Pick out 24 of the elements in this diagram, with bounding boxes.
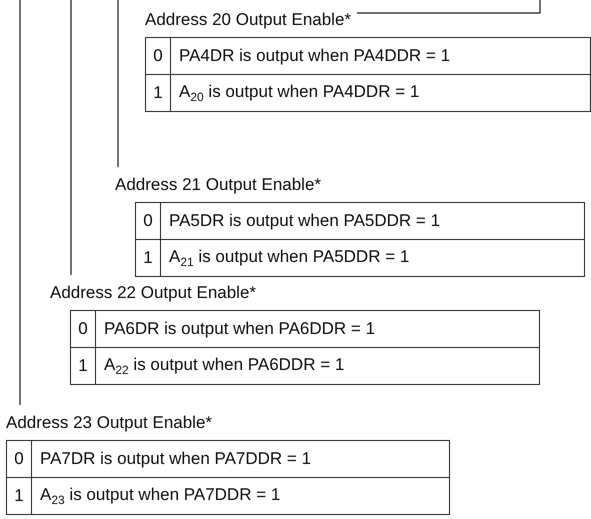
bit-value: 1	[136, 240, 160, 276]
table-heading: Address 20 Output Enable*	[145, 10, 352, 30]
leader-line	[70, 0, 72, 275]
description-text: PA4DR is output when PA4DDR = 1	[170, 38, 590, 74]
bit-value: 1	[6, 478, 32, 514]
description-text: PA7DR is output when PA7DDR = 1	[32, 440, 450, 478]
description-text: A$_{20}$ is output when PA4DDR = 1	[170, 74, 590, 112]
bit-value: 0	[146, 38, 170, 74]
leader-line	[19, 0, 21, 405]
bit-value: 0	[136, 202, 160, 240]
bit-value: 1	[70, 348, 96, 384]
table-heading: Address 21 Output Enable*	[115, 175, 322, 195]
description-text: PA6DR is output when PA6DDR = 1	[96, 310, 540, 348]
leader-line	[357, 0, 541, 14]
description-text: A$_{22}$ is output when PA6DDR = 1	[96, 348, 540, 384]
bit-value: 1	[146, 74, 170, 112]
table-heading: Address 23 Output Enable*	[6, 413, 212, 433]
bit-value: 0	[6, 440, 32, 478]
description-text: PA5DR is output when PA5DDR = 1	[160, 202, 584, 240]
table-heading: Address 22 Output Enable*	[50, 283, 256, 303]
description-text: A$_{21}$ is output when PA5DDR = 1	[160, 240, 584, 276]
leader-line	[117, 0, 119, 167]
description-text: A$_{23}$ is output when PA7DDR = 1	[32, 478, 450, 514]
bit-value: 0	[70, 310, 96, 348]
